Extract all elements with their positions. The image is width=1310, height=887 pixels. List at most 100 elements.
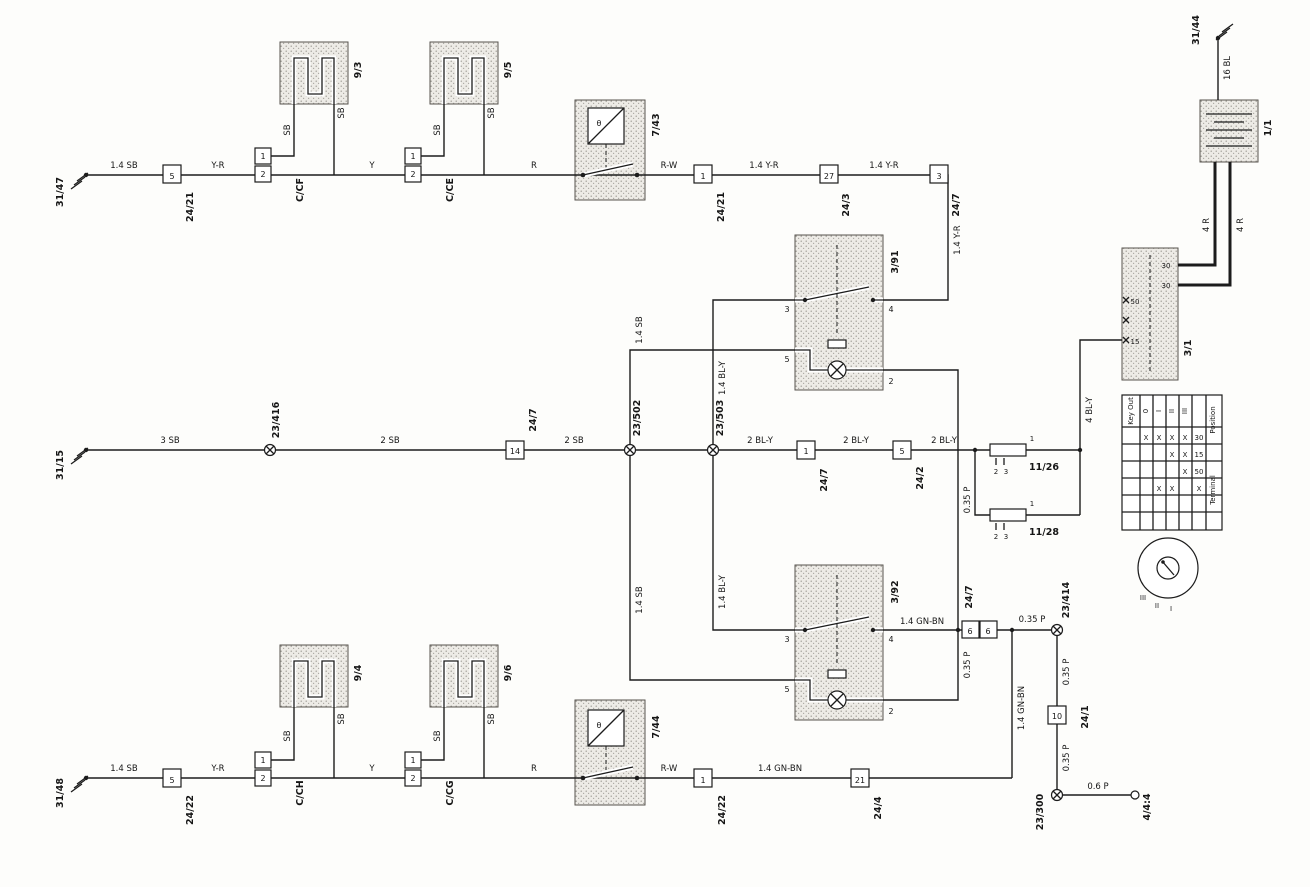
table-column-header: II	[1168, 409, 1176, 413]
component-label: 3/1	[1183, 340, 1194, 357]
thermostat-7-44-symbol	[580, 709, 640, 781]
wire-label: 0.6 P	[1087, 782, 1108, 792]
table-column-header: I	[1155, 410, 1163, 412]
wire-label: 16 BL	[1223, 56, 1233, 80]
table-mark: X	[1183, 451, 1188, 459]
wire-label: 2 BL-Y	[747, 436, 774, 446]
ignition-position-table	[1121, 394, 1223, 531]
table-row-header: 15	[1195, 451, 1204, 459]
theta-symbol: θ	[597, 119, 602, 128]
pin-label: 5	[169, 776, 174, 785]
table-mark: X	[1157, 434, 1162, 442]
pin-label: 3	[784, 635, 789, 644]
wire-label: 0.35 P	[963, 487, 973, 514]
pin-label: 2	[410, 774, 415, 783]
component-label: 7/44	[651, 715, 662, 739]
component-label: 7/43	[651, 113, 662, 136]
ground-label: 31/47	[55, 177, 66, 207]
pin-label: 21	[855, 776, 865, 785]
table-mark: X	[1144, 434, 1149, 442]
pin-label: 1	[410, 152, 415, 161]
connector-boxes	[162, 147, 1067, 788]
wire-label: R	[531, 764, 537, 774]
wire-label: SB	[337, 107, 347, 118]
ignition-internals	[1122, 255, 1151, 373]
wire-label: 1.4 BL-Y	[718, 574, 728, 609]
wire-label: 1.4 SB	[110, 764, 138, 774]
wire-label: 1.4 GN-BN	[758, 764, 802, 774]
connector-label: 24/21	[716, 192, 727, 222]
table-row-header: 30	[1195, 434, 1204, 442]
ignition-pin-label: 30	[1162, 282, 1171, 290]
wire-label: 1.4 GN-BN	[900, 617, 944, 627]
connector-label: 24/3	[841, 193, 852, 216]
coupler-label: C/CH	[295, 780, 306, 805]
fuse-label: 11/28	[1029, 527, 1059, 538]
pin-label: 2	[410, 170, 415, 179]
component-label: 9/3	[353, 62, 364, 79]
table-mark: X	[1170, 485, 1175, 493]
wire-label: 1.4 GN-BN	[1017, 686, 1027, 730]
component-label: 9/4	[353, 664, 364, 681]
component-label: 9/5	[503, 62, 514, 79]
table-row-header: X	[1197, 485, 1202, 493]
fuse-label: 11/26	[1029, 462, 1059, 473]
terminal-label: 4/4:4	[1142, 793, 1153, 820]
table-column-header: 0	[1142, 409, 1150, 413]
theta-symbol: θ	[597, 721, 602, 730]
table-row-header: 50	[1195, 468, 1204, 476]
fuse-11-26	[989, 443, 1027, 465]
ignition-pin-label: 30	[1162, 262, 1171, 270]
wire-label: 1.4 Y-R	[869, 161, 898, 171]
key-position-label: III	[1140, 594, 1146, 602]
wire-label: 0.35 P	[1062, 745, 1072, 772]
fuse-pin-label: 2	[994, 533, 998, 541]
connector-label: 24/7	[819, 468, 830, 491]
ground-label: 31/15	[55, 450, 66, 480]
wire-label: Y-R	[210, 161, 224, 171]
table-caption-terminal: Terminal	[1209, 475, 1217, 506]
pin-label: 1	[410, 756, 415, 765]
wire-label: Y	[368, 764, 375, 774]
pin-label: 3	[936, 172, 941, 181]
key-position-label: II	[1155, 602, 1159, 610]
switch-3-91-symbol	[795, 245, 883, 380]
component-label: 1/1	[1263, 120, 1274, 137]
battery-1-1	[1199, 99, 1259, 163]
wire-label: SB	[433, 730, 443, 741]
pin-label: 10	[1052, 712, 1062, 721]
fuse-pin-label: 3	[1004, 468, 1008, 476]
wire-label: 4 BL-Y	[1085, 396, 1095, 423]
component-label: 9/6	[503, 664, 514, 681]
pin-label: 1	[700, 776, 705, 785]
ignition-key-cylinder	[1137, 537, 1199, 599]
pin-label: 1	[260, 152, 265, 161]
wire-label: SB	[283, 124, 293, 135]
table-mark: X	[1183, 434, 1188, 442]
wire-label: 0.35 P	[963, 652, 973, 679]
fuse-pin-label: 3	[1004, 533, 1008, 541]
pin-label: 2	[888, 707, 893, 716]
fuse-pin-label: 1	[1030, 435, 1034, 443]
connector-label: 24/22	[717, 795, 728, 825]
connector-label: 24/1	[1080, 705, 1091, 728]
splice-label: 23/502	[632, 400, 643, 437]
battery-plates	[1206, 113, 1252, 147]
wire-label: SB	[337, 713, 347, 724]
fuse-pin-label: 2	[994, 468, 998, 476]
wire-label: SB	[487, 107, 497, 118]
pin-label: 1	[700, 172, 705, 181]
pin-label: 4	[888, 305, 893, 314]
table-mark: X	[1157, 485, 1162, 493]
wire-label: R-W	[661, 764, 678, 774]
wire-label: R-W	[661, 161, 678, 171]
ground-label: 31/48	[55, 778, 66, 808]
pin-label: 2	[260, 170, 265, 179]
table-caption-key-out: Key Out	[1127, 397, 1135, 425]
connector-label: 24/7	[951, 193, 962, 216]
coupler-label: C/CG	[445, 780, 456, 805]
wire-label: Y-R	[210, 764, 224, 774]
ground-symbols	[70, 23, 1234, 793]
pin-label: 27	[824, 172, 834, 181]
